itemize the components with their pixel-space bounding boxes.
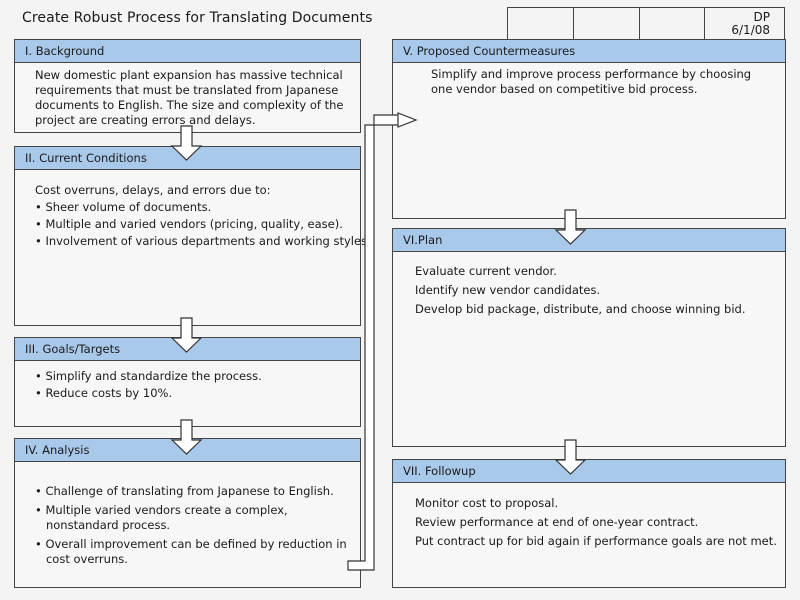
plan-section: VI.Plan Evaluate current vendor. Identif… [392, 228, 786, 447]
down-arrow-icon [554, 209, 587, 245]
background-section: I. Background New domestic plant expansi… [14, 39, 361, 133]
text-line: New domestic plant expansion has massive… [35, 68, 343, 82]
author-date-cell: DP 6/1/08 [705, 8, 784, 39]
list-item: • Overall improvement can be defined by … [35, 537, 347, 551]
document-title: Create Robust Process for Translating Do… [22, 10, 373, 26]
section-heading: I. Background [15, 40, 360, 63]
text-line: Evaluate current vendor. [415, 264, 557, 278]
followup-section: VII. Followup Monitor cost to proposal. … [392, 459, 786, 588]
section-heading: V. Proposed Countermeasures [393, 40, 785, 63]
text-line: Cost overruns, delays, and errors due to… [35, 183, 271, 197]
grid-cell [508, 8, 574, 39]
document-date: 6/1/08 [731, 22, 770, 37]
list-item: • Multiple and varied vendors (pricing, … [35, 217, 343, 231]
text-line: Put contract up for bid again if perform… [415, 534, 777, 548]
grid-cell [640, 8, 706, 39]
list-item: • Multiple varied vendors create a compl… [35, 503, 288, 517]
analysis-section: IV. Analysis • Challenge of translating … [14, 438, 361, 588]
list-item: • Sheer volume of documents. [35, 200, 212, 214]
down-arrow-icon [170, 419, 203, 455]
author-initials: DP [753, 9, 770, 24]
down-arrow-icon [554, 439, 587, 475]
grid-cell [574, 8, 640, 39]
text-line: Simplify and improve process performance… [431, 67, 752, 81]
list-item: • Simplify and standardize the process. [35, 369, 262, 383]
text-line: project are creating errors and delays. [35, 113, 256, 127]
countermeasures-section: V. Proposed Countermeasures Simplify and… [392, 39, 786, 219]
text-line: Identify new vendor candidates. [415, 283, 601, 297]
section-heading: VI.Plan [393, 229, 785, 252]
down-arrow-icon [170, 317, 203, 353]
list-item: nonstandard process. [35, 518, 171, 532]
list-item: • Involvement of various departments and… [35, 234, 371, 248]
text-line: requirements that must be translated fro… [35, 83, 339, 97]
current-conditions-section: II. Current Conditions Cost overruns, de… [14, 146, 371, 326]
text-line: Develop bid package, distribute, and cho… [415, 302, 746, 316]
list-item: • Challenge of translating from Japanese… [35, 484, 334, 498]
down-arrow-icon [170, 125, 203, 161]
right-arrow-icon [347, 112, 418, 571]
text-line: documents to English. The size and compl… [35, 98, 344, 112]
goals-section: III. Goals/Targets • Simplify and standa… [14, 337, 361, 427]
list-item: • Reduce costs by 10%. [35, 386, 173, 400]
text-line: one vendor based on competitive bid proc… [431, 82, 698, 96]
text-line: Monitor cost to proposal. [415, 496, 559, 510]
list-item: cost overruns. [35, 552, 128, 566]
text-line: Review performance at end of one-year co… [415, 515, 699, 529]
section-heading: VII. Followup [393, 460, 785, 483]
